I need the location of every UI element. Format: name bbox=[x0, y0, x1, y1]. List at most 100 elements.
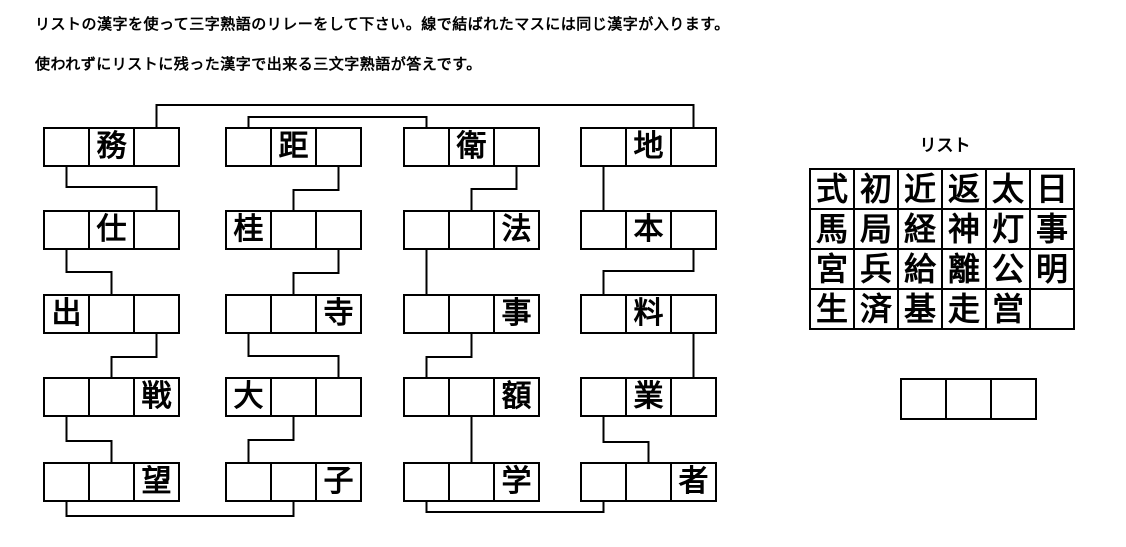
grid-cell-filled: 仕 bbox=[88, 210, 135, 250]
grid-cell-empty[interactable] bbox=[580, 377, 627, 417]
grid-cell-filled: 戦 bbox=[133, 377, 180, 417]
list-cell: 営 bbox=[985, 288, 1031, 330]
grid-cell-empty[interactable] bbox=[670, 210, 717, 250]
instruction-line-2: 使われずにリストに残った漢字で出来る三文字熟語が答えです。 bbox=[35, 57, 482, 73]
grid-cell-empty[interactable] bbox=[670, 294, 717, 334]
grid-cell-filled: 距 bbox=[270, 127, 317, 167]
grid-cell-empty[interactable] bbox=[270, 377, 317, 417]
grid-cell-empty[interactable] bbox=[403, 377, 450, 417]
grid-cell-filled: 学 bbox=[493, 462, 540, 502]
grid-cell-filled: 望 bbox=[133, 462, 180, 502]
list-cell: 基 bbox=[897, 288, 943, 330]
grid-cell-empty[interactable] bbox=[88, 377, 135, 417]
list-row: 馬局経神灯事 bbox=[809, 208, 1075, 250]
grid-box-r1c3: 衛 bbox=[403, 127, 540, 167]
list-title: リスト bbox=[919, 136, 971, 155]
grid-cell-empty[interactable] bbox=[88, 294, 135, 334]
list-cell: 経 bbox=[897, 208, 943, 250]
grid-cell-empty[interactable] bbox=[88, 462, 135, 502]
answer-cell[interactable] bbox=[990, 378, 1037, 420]
connector-line bbox=[247, 417, 295, 462]
connector-line bbox=[65, 502, 295, 517]
grid-cell-empty[interactable] bbox=[580, 127, 627, 167]
answer-cell[interactable] bbox=[900, 378, 947, 420]
grid-cell-filled: 額 bbox=[493, 377, 540, 417]
grid-cell-empty[interactable] bbox=[133, 127, 180, 167]
grid-cell-filled: 業 bbox=[625, 377, 672, 417]
list-cell: 明 bbox=[1029, 248, 1075, 290]
grid-cell-empty[interactable] bbox=[580, 210, 627, 250]
grid-cell-empty[interactable] bbox=[448, 210, 495, 250]
grid-cell-empty[interactable] bbox=[315, 210, 362, 250]
grid-cell-empty[interactable] bbox=[315, 377, 362, 417]
list-cell: 局 bbox=[853, 208, 899, 250]
grid-cell-filled: 寺 bbox=[315, 294, 362, 334]
grid-box-r2c4: 本 bbox=[580, 210, 717, 250]
grid-cell-filled: 法 bbox=[493, 210, 540, 250]
list-cell: 公 bbox=[985, 248, 1031, 290]
grid-box-r1c2: 距 bbox=[225, 127, 362, 167]
list-cell: 生 bbox=[809, 288, 855, 330]
grid-cell-empty[interactable] bbox=[403, 294, 450, 334]
grid-box-r3c3: 事 bbox=[403, 294, 540, 334]
grid-cell-empty[interactable] bbox=[403, 462, 450, 502]
grid-cell-filled: 本 bbox=[625, 210, 672, 250]
grid-cell-empty[interactable] bbox=[448, 462, 495, 502]
grid-cell-empty[interactable] bbox=[43, 462, 90, 502]
grid-cell-empty[interactable] bbox=[580, 294, 627, 334]
grid-box-r5c2: 子 bbox=[225, 462, 362, 502]
grid-box-r2c3: 法 bbox=[403, 210, 540, 250]
grid-cell-empty[interactable] bbox=[580, 462, 627, 502]
grid-cell-filled: 地 bbox=[625, 127, 672, 167]
list-cell: 神 bbox=[941, 208, 987, 250]
grid-cell-empty[interactable] bbox=[448, 377, 495, 417]
list-cell: 兵 bbox=[853, 248, 899, 290]
grid-cell-empty[interactable] bbox=[403, 210, 450, 250]
grid-cell-empty[interactable] bbox=[625, 462, 672, 502]
list-cell: 近 bbox=[897, 168, 943, 210]
answer-boxes bbox=[900, 378, 1037, 420]
grid-cell-empty[interactable] bbox=[670, 127, 717, 167]
answer-cell[interactable] bbox=[945, 378, 992, 420]
grid-cell-filled: 事 bbox=[493, 294, 540, 334]
list-cell: 離 bbox=[941, 248, 987, 290]
grid-cell-empty[interactable] bbox=[43, 210, 90, 250]
grid-cell-empty[interactable] bbox=[403, 127, 450, 167]
grid-cell-empty[interactable] bbox=[670, 377, 717, 417]
list-cell: 走 bbox=[941, 288, 987, 330]
grid-cell-empty[interactable] bbox=[270, 294, 317, 334]
grid-cell-filled: 子 bbox=[315, 462, 362, 502]
grid-cell-empty[interactable] bbox=[133, 210, 180, 250]
grid-cell-filled: 桂 bbox=[225, 210, 272, 250]
grid-cell-filled: 出 bbox=[43, 294, 90, 334]
grid-box-r4c3: 額 bbox=[403, 377, 540, 417]
list-cell: 馬 bbox=[809, 208, 855, 250]
connector-line bbox=[425, 334, 473, 377]
grid-cell-empty[interactable] bbox=[448, 294, 495, 334]
grid-cell-empty[interactable] bbox=[225, 127, 272, 167]
grid-cell-empty[interactable] bbox=[133, 294, 180, 334]
grid-box-r1c1: 務 bbox=[43, 127, 180, 167]
list-cell: 式 bbox=[809, 168, 855, 210]
grid-box-r2c2: 桂 bbox=[225, 210, 362, 250]
list-cell-empty bbox=[1029, 288, 1075, 330]
grid-box-r5c1: 望 bbox=[43, 462, 180, 502]
grid-cell-empty[interactable] bbox=[225, 462, 272, 502]
grid-cell-empty[interactable] bbox=[270, 462, 317, 502]
grid-box-r4c4: 業 bbox=[580, 377, 717, 417]
connector-line bbox=[155, 104, 695, 127]
connector-line bbox=[247, 334, 340, 377]
list-cell: 給 bbox=[897, 248, 943, 290]
list-cell: 済 bbox=[853, 288, 899, 330]
connector-line bbox=[247, 116, 428, 127]
grid-cell-empty[interactable] bbox=[315, 127, 362, 167]
list-cell: 太 bbox=[985, 168, 1031, 210]
connector-line bbox=[470, 167, 518, 210]
grid-cell-empty[interactable] bbox=[225, 294, 272, 334]
grid-cell-empty[interactable] bbox=[43, 377, 90, 417]
grid-cell-empty[interactable] bbox=[43, 127, 90, 167]
grid-cell-empty[interactable] bbox=[270, 210, 317, 250]
grid-cell-empty[interactable] bbox=[493, 127, 540, 167]
